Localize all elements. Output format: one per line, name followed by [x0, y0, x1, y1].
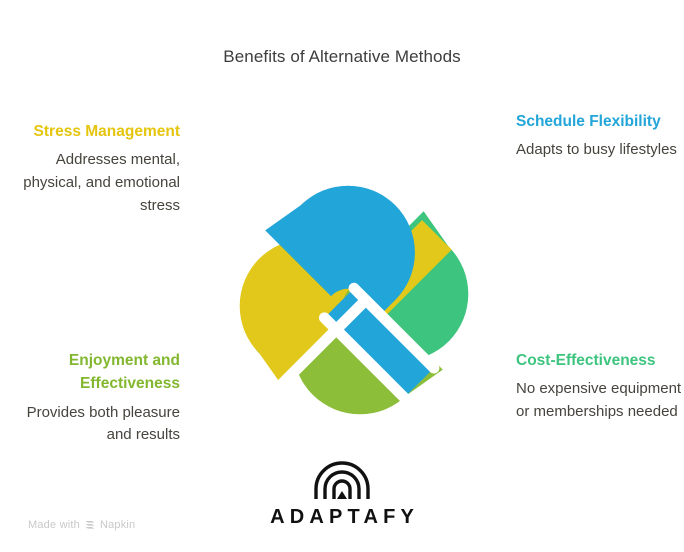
napkin-watermark: Made with Napkin: [28, 519, 135, 531]
knot-weave-gaps: [250, 282, 440, 415]
benefit-body-stress-management: Addresses mental, physical, and emotiona…: [23, 151, 180, 214]
interlocking-knot-diagram: [206, 150, 502, 450]
brand-logo: ADAPTAFY: [0, 461, 684, 529]
benefit-heading-cost-effectiveness: Cost-Effectiveness: [516, 352, 656, 369]
benefit-heading-stress-management: Stress Management: [33, 123, 180, 140]
benefit-heading-enjoyment-effectiveness: Enjoyment and Effectiveness: [68, 352, 180, 393]
benefit-heading-schedule-flexibility: Schedule Flexibility: [516, 113, 661, 130]
page-title: Benefits of Alternative Methods: [223, 47, 461, 66]
benefit-block-cost-effectiveness: Cost-Effectiveness No expensive equipmen…: [516, 349, 684, 424]
benefit-body-enjoyment-effectiveness: Provides both pleasure and results: [26, 403, 180, 444]
benefit-block-enjoyment-effectiveness: Enjoyment and Effectiveness Provides bot…: [12, 349, 180, 447]
watermark-product: Napkin: [99, 519, 136, 531]
benefit-block-schedule-flexibility: Schedule Flexibility Adapts to busy life…: [516, 110, 684, 162]
arch-chevron-logo-icon: [314, 461, 370, 499]
napkin-chevrons-icon: [85, 521, 95, 529]
watermark-prefix: Made with: [28, 519, 80, 531]
brand-name: ADAPTAFY: [270, 506, 420, 528]
arch-inner-triangle-icon: [337, 491, 347, 499]
benefit-block-stress-management: Stress Management Addresses mental, phys…: [12, 120, 180, 218]
benefit-body-cost-effectiveness: No expensive equipment or memberships ne…: [516, 380, 682, 421]
benefit-body-schedule-flexibility: Adapts to busy lifestyles: [516, 141, 677, 159]
